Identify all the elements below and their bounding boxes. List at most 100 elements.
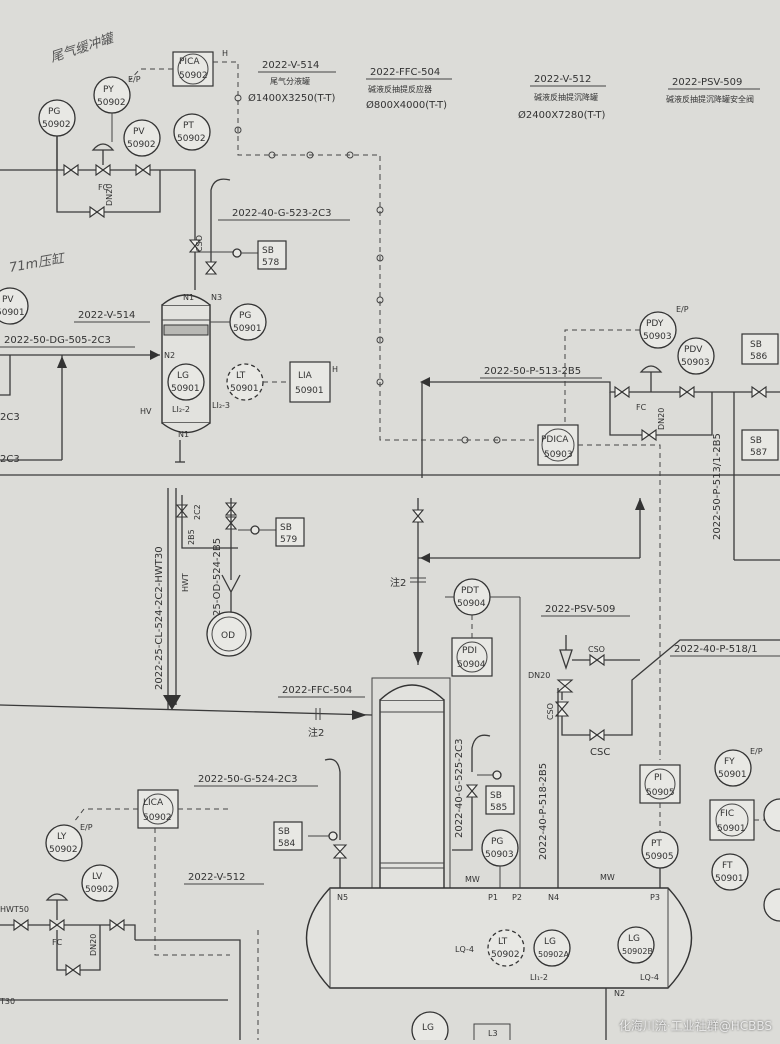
fy-50901: FY 50901 E/P: [715, 747, 763, 786]
svg-text:尾气分液罐: 尾气分液罐: [270, 76, 310, 86]
od-drain: OD: [207, 612, 251, 656]
svg-text:2022-40-P-518/1: 2022-40-P-518/1: [674, 644, 758, 655]
pv-50901: PV 50901: [0, 288, 28, 324]
svg-text:CSC: CSC: [590, 747, 610, 758]
svg-text:584: 584: [278, 839, 295, 849]
svg-text:2C3: 2C3: [0, 412, 20, 423]
svg-text:2022-V-512: 2022-V-512: [534, 74, 591, 85]
svg-text:PV: PV: [133, 127, 145, 137]
pt-50905: PT 50905: [642, 832, 678, 868]
svg-text:N1: N1: [178, 430, 189, 439]
svg-text:50903: 50903: [485, 850, 514, 860]
svg-text:50902B: 50902B: [622, 947, 653, 956]
fic-50901: FIC 50901: [710, 800, 754, 840]
svg-text:SB: SB: [490, 791, 502, 801]
svg-text:PICA: PICA: [179, 57, 200, 67]
svg-text:50902: 50902: [177, 134, 206, 144]
svg-text:PI: PI: [654, 773, 662, 783]
svg-text:PG: PG: [239, 311, 251, 321]
svg-text:587: 587: [750, 448, 767, 458]
svg-text:N2: N2: [164, 351, 175, 360]
svg-text:H: H: [332, 365, 338, 374]
svg-text:LT: LT: [236, 371, 246, 381]
svg-text:N2: N2: [614, 989, 625, 998]
svg-text:E/P: E/P: [750, 747, 763, 756]
svg-text:50905: 50905: [646, 788, 675, 798]
svg-text:DN20: DN20: [89, 934, 98, 956]
svg-text:50901: 50901: [715, 874, 744, 884]
svg-text:50903: 50903: [643, 332, 672, 342]
svg-text:FT: FT: [722, 861, 733, 871]
pg-50903: PG 50903: [482, 830, 518, 866]
handwriting-top: 尾气缓冲罐: [49, 31, 118, 66]
svg-text:LQ-4: LQ-4: [640, 973, 659, 982]
svg-text:50903: 50903: [544, 450, 573, 460]
svg-text:579: 579: [280, 535, 297, 545]
svg-text:LT: LT: [498, 937, 508, 947]
svg-text:FY: FY: [724, 757, 735, 767]
py-50902: PY 50902 E/P: [94, 75, 141, 113]
lg-50902b: LG 50902B: [618, 927, 654, 963]
svg-text:Ø1400X3250(T-T): Ø1400X3250(T-T): [248, 92, 336, 104]
svg-text:2022-40-G-525-2C3: 2022-40-G-525-2C3: [454, 738, 465, 838]
svg-text:PT: PT: [183, 121, 194, 131]
pi-50905: PI 50905: [640, 765, 680, 803]
svg-text:50901: 50901: [717, 824, 746, 834]
pica-50902: PICA 50902 H: [173, 49, 228, 86]
svg-text:注2: 注2: [308, 726, 324, 739]
svg-text:2022-PSV-509: 2022-PSV-509: [672, 77, 742, 88]
svg-text:碱液反抽提沉降罐安全阀: 碱液反抽提沉降罐安全阀: [666, 94, 754, 104]
svg-text:50902: 50902: [491, 950, 520, 960]
lt-50902: LT 50902: [488, 930, 524, 966]
svg-text:LQ-4: LQ-4: [455, 945, 474, 954]
equipment-header-ffc504: 2022-FFC-504 碱液反抽提反应器 Ø800X4000(T-T): [366, 67, 452, 111]
svg-text:2C3: 2C3: [0, 454, 20, 465]
svg-text:PDV: PDV: [684, 345, 703, 355]
svg-text:PDI: PDI: [462, 646, 477, 656]
svg-text:SB: SB: [280, 523, 292, 533]
svg-text:50902: 50902: [143, 813, 172, 823]
svg-text:FC: FC: [636, 403, 647, 412]
svg-text:LG: LG: [544, 937, 556, 947]
pdt-50904: PDT 50904: [454, 579, 490, 615]
svg-text:50902A: 50902A: [538, 950, 569, 959]
pt-50902: PT 50902: [174, 114, 210, 150]
svg-text:2022-50-P-513-2B5: 2022-50-P-513-2B5: [484, 366, 581, 377]
svg-text:50903: 50903: [681, 358, 710, 368]
pv-50902: PV 50902: [124, 120, 160, 156]
svg-text:CSO: CSO: [588, 645, 605, 654]
handwriting-mid: 71m压缸: [8, 250, 67, 276]
svg-text:SB: SB: [262, 246, 274, 256]
svg-text:P1: P1: [488, 893, 498, 902]
svg-text:50901: 50901: [718, 770, 747, 780]
ft-50901: FT 50901: [712, 854, 748, 890]
svg-text:2022-50-G-524-2C3: 2022-50-G-524-2C3: [198, 774, 298, 785]
svg-text:50902: 50902: [42, 120, 71, 130]
svg-text:2022-V-514: 2022-V-514: [78, 310, 135, 321]
equipment-header-v514: 2022-V-514 尾气分液罐 Ø1400X3250(T-T): [248, 60, 336, 104]
svg-text:MW: MW: [600, 873, 615, 882]
svg-text:50901: 50901: [0, 308, 25, 318]
svg-text:50901: 50901: [233, 324, 262, 334]
svg-text:578: 578: [262, 258, 279, 268]
svg-text:N1: N1: [183, 293, 194, 302]
svg-text:PG: PG: [491, 837, 503, 847]
svg-text:2022-50-DG-505-2C3: 2022-50-DG-505-2C3: [4, 335, 111, 346]
svg-text:PDT: PDT: [461, 586, 479, 596]
svg-text:MW: MW: [465, 875, 480, 884]
svg-text:LY: LY: [57, 832, 67, 842]
svg-text:FIC: FIC: [720, 809, 734, 819]
lt-50901: LT 50901: [227, 364, 263, 400]
svg-text:PV: PV: [2, 295, 14, 305]
svg-text:2B5: 2B5: [187, 529, 196, 545]
svg-text:N3: N3: [211, 293, 222, 302]
svg-text:PDICA: PDICA: [541, 435, 569, 445]
svg-text:50901: 50901: [295, 386, 324, 396]
svg-text:2022-40-G-523-2C3: 2022-40-G-523-2C3: [232, 208, 332, 219]
svg-text:HWT50: HWT50: [0, 905, 29, 914]
signal-dots-top: [235, 95, 353, 158]
